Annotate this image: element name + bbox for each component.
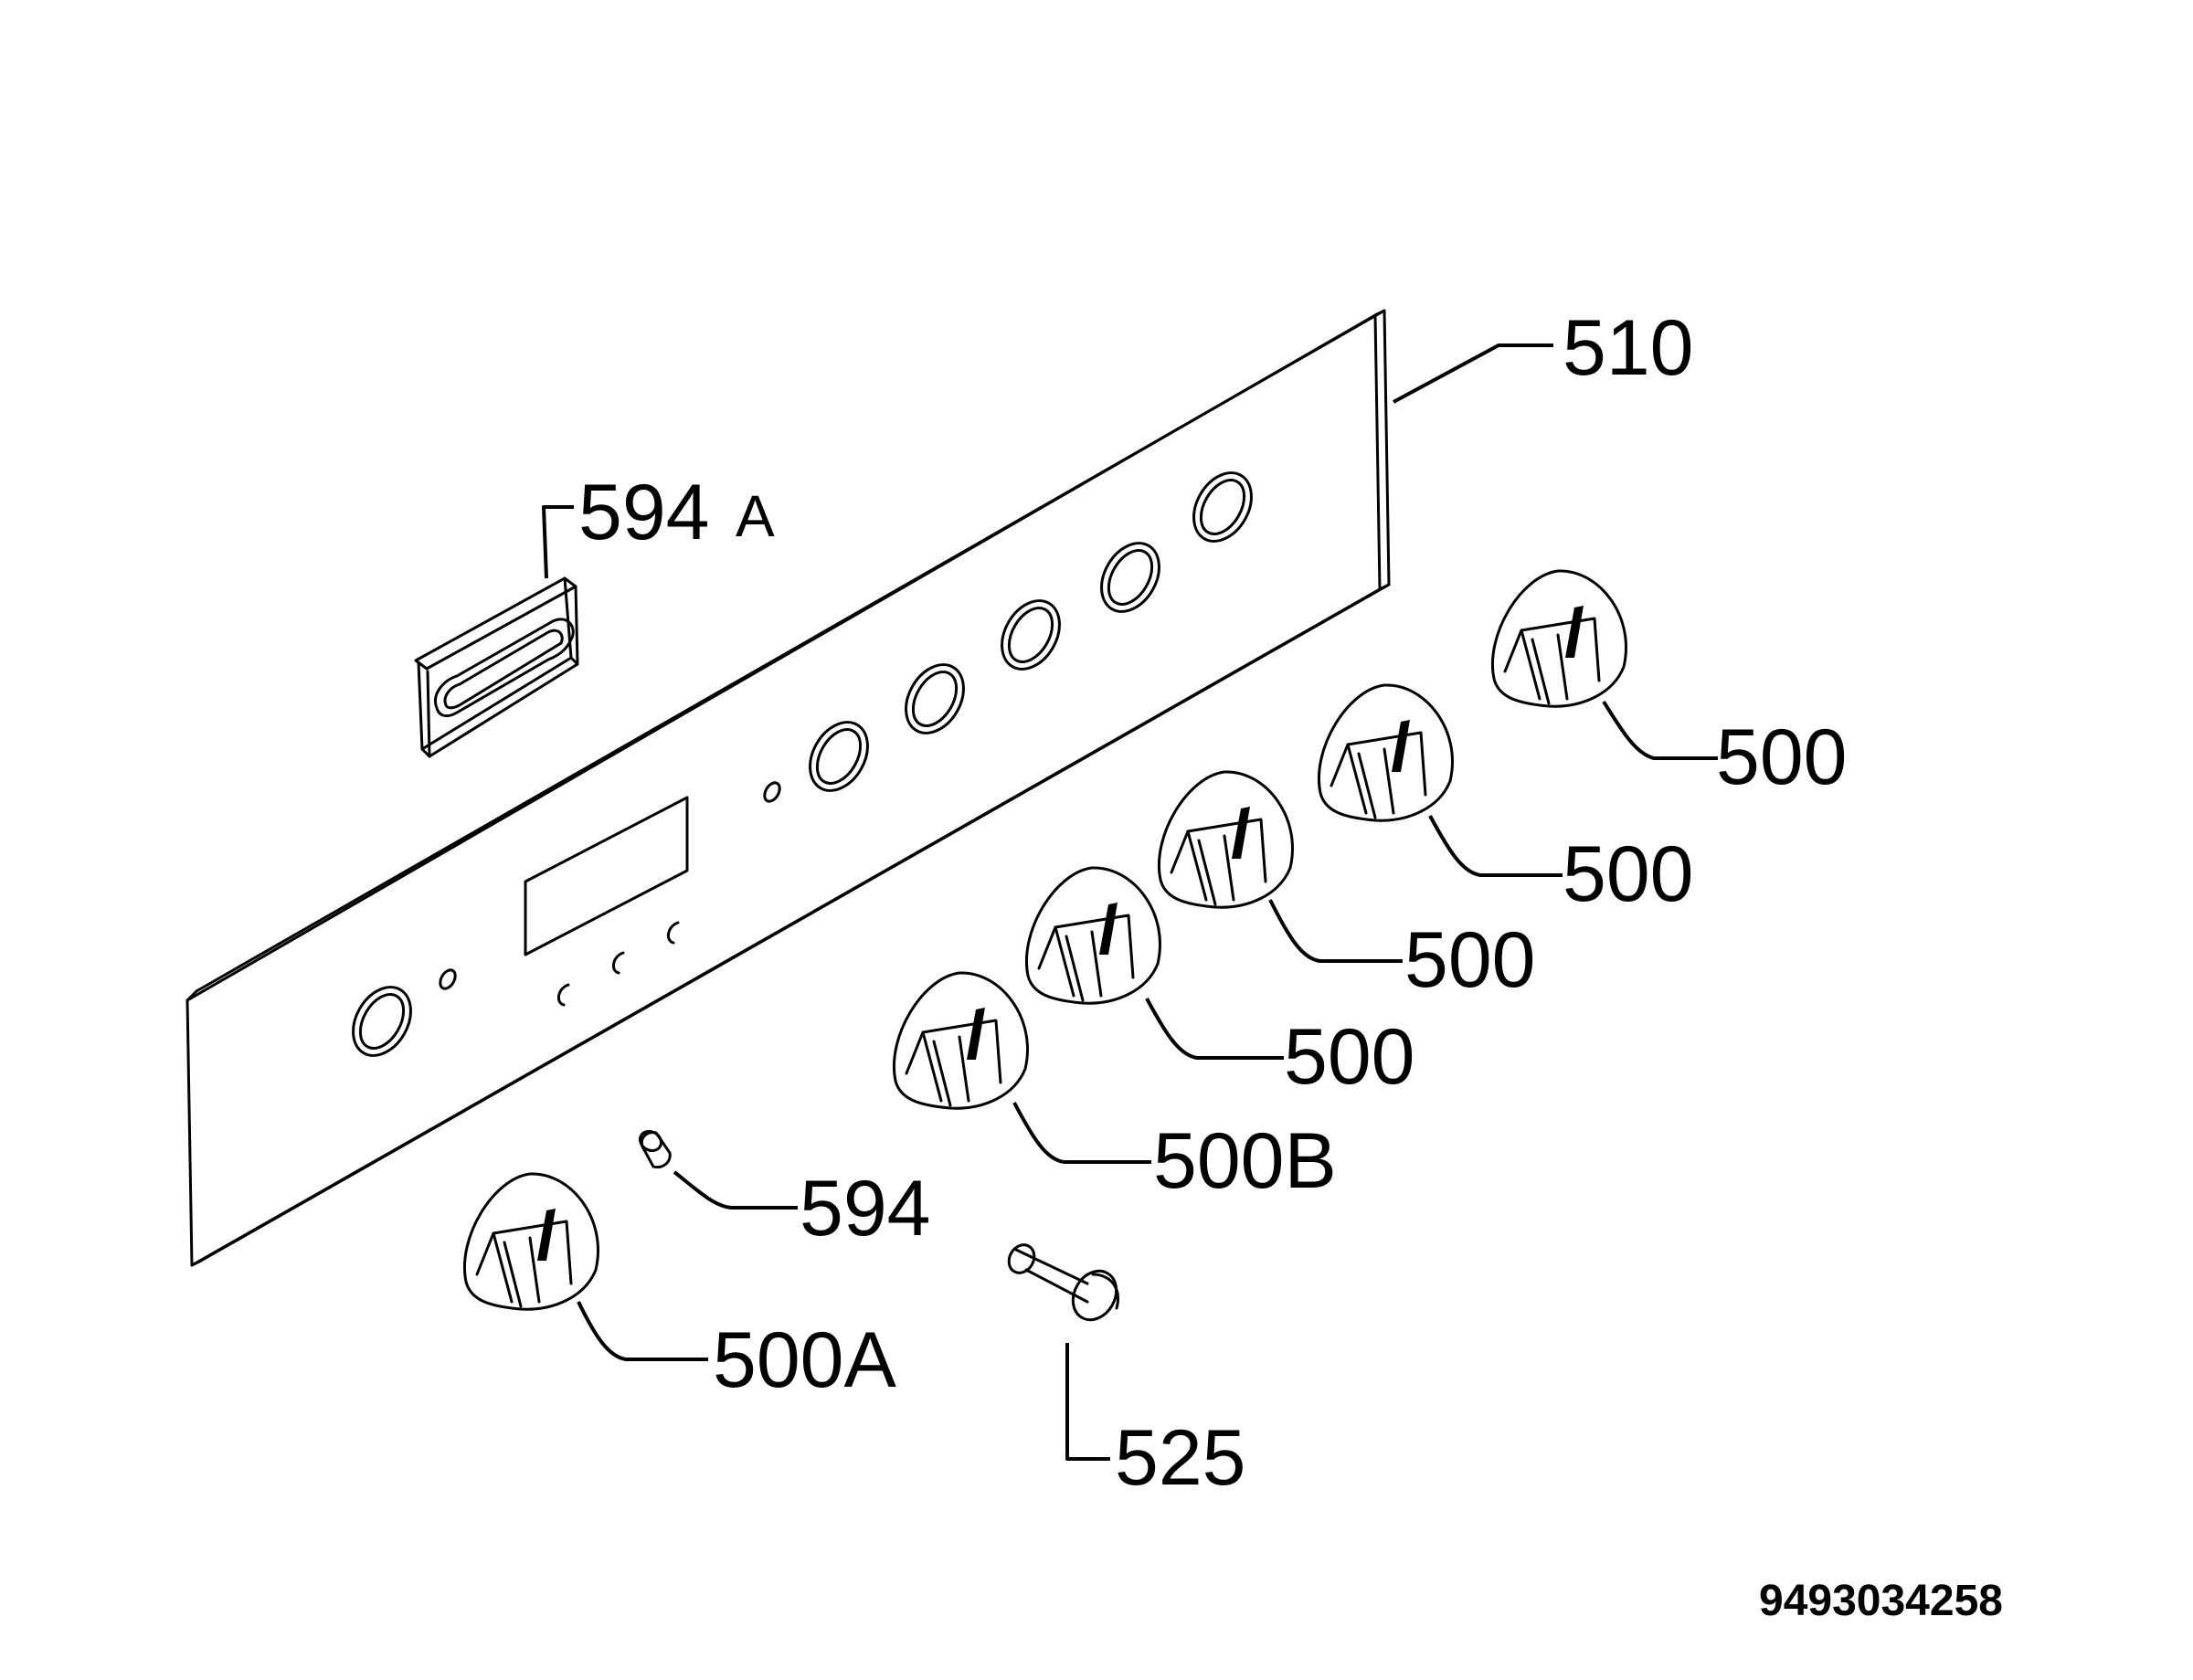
document-number: 9493034258 <box>1759 1577 2003 1625</box>
knob-icon <box>462 1172 599 1311</box>
knob-label: 500 <box>1284 1013 1415 1101</box>
display-window <box>524 796 689 956</box>
knob-icon <box>892 971 1029 1110</box>
knob-icon <box>1024 866 1161 1005</box>
knob-label: 500 <box>1404 916 1536 1004</box>
lamp-label: 594 <box>800 1165 931 1252</box>
leader-lines <box>542 343 1718 1461</box>
knob-icon <box>1157 770 1294 909</box>
panel-label: 510 <box>1563 304 1694 392</box>
control-panel <box>185 309 1391 1267</box>
knob-icon <box>1317 683 1454 822</box>
clip-label: 594 <box>578 469 710 556</box>
indicator-lamp <box>638 1129 672 1169</box>
knob-label: 500 <box>1716 713 1848 801</box>
knob-a-label: 500A <box>713 1316 896 1404</box>
knob-icon <box>1490 569 1627 708</box>
knob-b-label: 500B <box>1153 1117 1337 1205</box>
panel-clip <box>414 576 579 758</box>
clip-suffix-label: A <box>736 483 775 549</box>
knob-label: 500 <box>1563 830 1694 918</box>
fixing-screw <box>1007 1243 1119 1322</box>
knob-holes <box>352 471 1253 1057</box>
screw-label: 525 <box>1115 1414 1246 1502</box>
